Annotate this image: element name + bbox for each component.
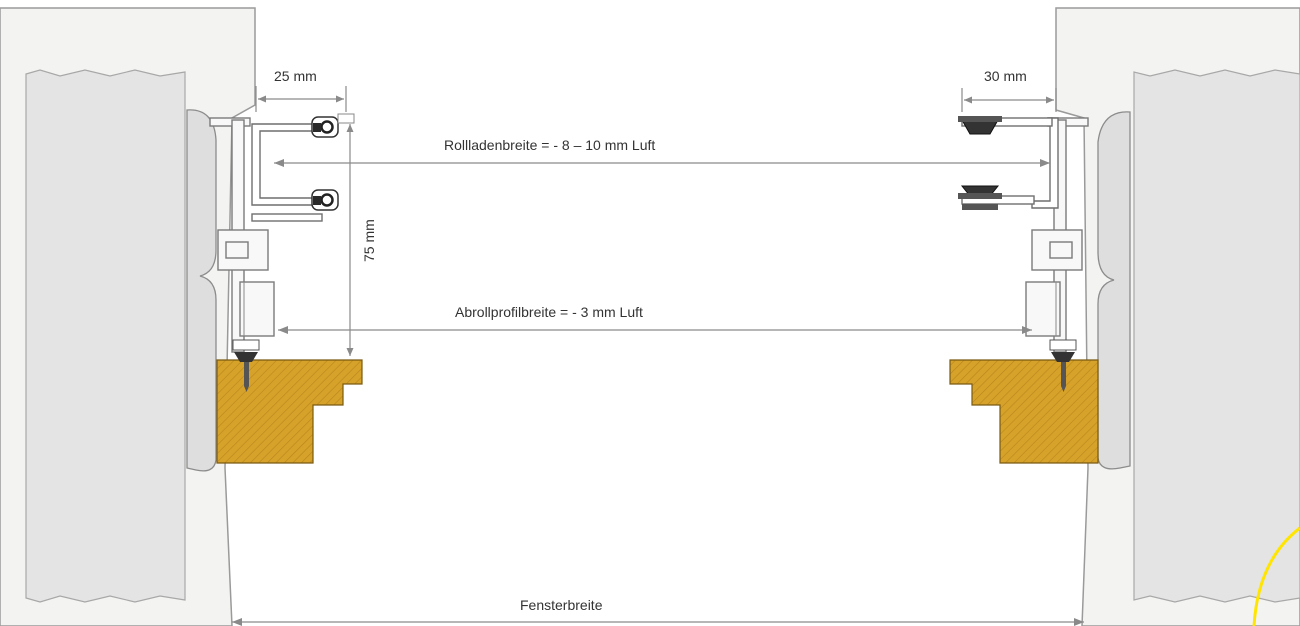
left-screw-icon (232, 339, 260, 392)
left-wood-frame (216, 359, 363, 464)
abroll-width-label: Abrollprofilbreite = - 3 mm Luft (455, 304, 643, 320)
right-lower-rubber-seal-icon (958, 185, 1002, 210)
left-wall (0, 7, 256, 626)
right-wood-frame (949, 359, 1099, 464)
right-guide-profile (958, 116, 1089, 353)
left-upper-brush-seal-icon (311, 116, 339, 138)
left-shutter-rail (251, 123, 321, 206)
left-wall-insulation (186, 109, 217, 472)
right-upper-rubber-seal-icon (958, 116, 1002, 135)
left-gap-label: 25 mm (274, 68, 317, 84)
right-gap-label: 30 mm (984, 68, 1027, 84)
right-wall-insulation (1097, 111, 1131, 470)
right-wall (1055, 7, 1300, 626)
right-screw-icon (1049, 339, 1077, 392)
rollladen-width-label: Rollladenbreite = - 8 – 10 mm Luft (444, 137, 655, 153)
left-guide-profile (209, 113, 355, 353)
highlight-circle-arc (1252, 526, 1300, 626)
window-width-label: Fensterbreite (520, 597, 603, 613)
height-label: 75 mm (361, 219, 377, 262)
left-wall-cavity (25, 69, 186, 603)
dimension-lines (232, 86, 1084, 626)
right-wall-cavity (1133, 69, 1300, 603)
left-lower-brush-seal-icon (311, 189, 339, 211)
